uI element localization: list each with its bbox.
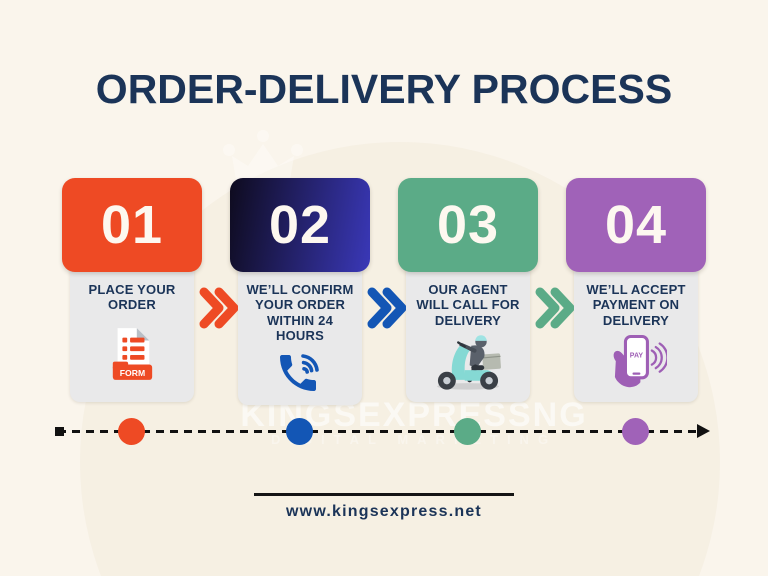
svg-text:PAY: PAY	[630, 353, 644, 360]
svg-text:FORM: FORM	[120, 368, 145, 378]
step-1-number-card: 01	[62, 178, 202, 272]
brand-tagline-watermark: DIGITAL MARKETING	[270, 432, 558, 447]
payment-phone-icon: PAY	[580, 328, 692, 392]
step-2: 02 WE’LL CONFIRM YOUR ORDER WITHIN 24 HO…	[230, 178, 370, 408]
chevron-right-icon	[198, 286, 238, 330]
process-steps-row: 01 PLACE YOUR ORDER	[62, 178, 706, 408]
step-3-number-card: 03	[398, 178, 538, 272]
footer: www.kingsexpress.net	[0, 493, 768, 521]
delivery-scooter-icon	[412, 328, 524, 392]
step-1-text-card: PLACE YOUR ORDER FORM	[70, 262, 194, 402]
step-4-number-card: 04	[566, 178, 706, 272]
chevron-right-icon	[366, 286, 406, 330]
step-3: 03 OUR AGENT WILL CALL FOR DELIVERY	[398, 178, 538, 408]
page-title: ORDER-DELIVERY PROCESS	[95, 66, 673, 112]
website-url: www.kingsexpress.net	[286, 503, 482, 520]
step-2-number: 02	[268, 195, 332, 255]
step-2-number-card: 02	[230, 178, 370, 272]
step-3-number: 03	[436, 195, 500, 255]
step-1-number: 01	[100, 195, 164, 255]
step-2-text-card: WE’LL CONFIRM YOUR ORDER WITHIN 24 HOURS	[238, 262, 362, 406]
phone-call-icon	[244, 343, 356, 395]
step-4-number: 04	[604, 195, 668, 255]
footer-divider	[254, 493, 514, 496]
form-document-icon: FORM	[76, 313, 188, 392]
step-4-text-card: WE’LL ACCEPT PAYMENT ON DELIVERY PAY	[574, 262, 698, 402]
step-3-label: OUR AGENT WILL CALL FOR DELIVERY	[416, 282, 520, 328]
step-2-label: WE’LL CONFIRM YOUR ORDER WITHIN 24 HOURS	[246, 282, 354, 343]
step-4: 04 WE’LL ACCEPT PAYMENT ON DELIVERY PAY	[566, 178, 706, 408]
step-3-text-card: OUR AGENT WILL CALL FOR DELIVERY	[406, 262, 530, 402]
step-4-label: WE’LL ACCEPT PAYMENT ON DELIVERY	[586, 282, 686, 328]
chevron-right-icon	[534, 286, 574, 330]
step-1-label: PLACE YOUR ORDER	[88, 282, 176, 313]
step-1: 01 PLACE YOUR ORDER	[62, 178, 202, 408]
